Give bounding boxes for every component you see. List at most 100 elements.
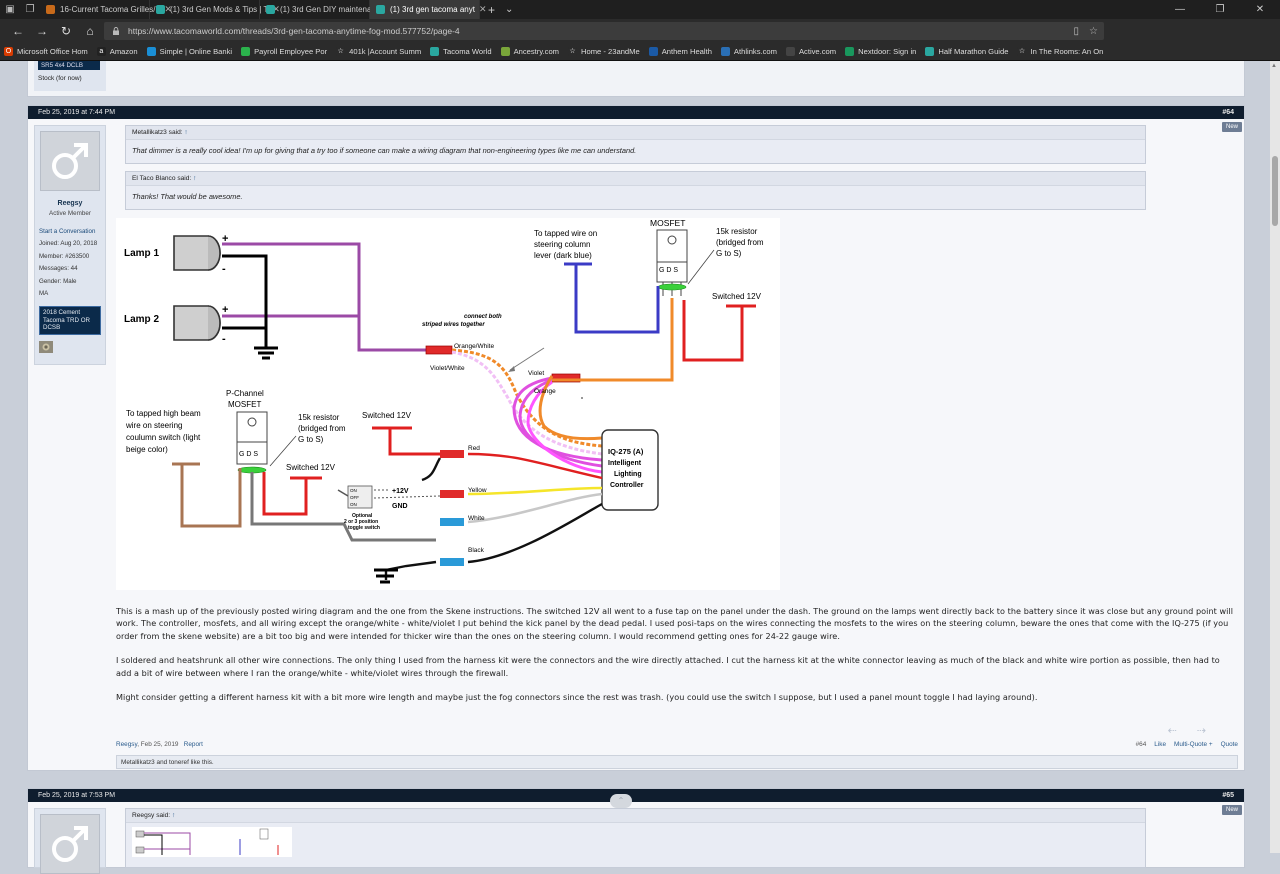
tab-close-icon[interactable]: ✕ [272,4,280,14]
steering-tap-label-2: steering column [534,240,590,249]
favorite-item[interactable]: Athlinks.com [720,47,777,56]
post-date[interactable]: Feb 25, 2019 at 7:44 PM [38,109,116,116]
quote-jump-arrow-icon[interactable]: ↑ [193,175,197,182]
post-paragraph-1: This is a mash up of the previously post… [116,606,1234,641]
toggle-on-label-1: ON [350,488,357,493]
avatar[interactable] [40,814,100,874]
quote-jump-arrow-icon[interactable]: ↑ [171,812,176,819]
user-info-column: Reegsy Active Member Start a Conversatio… [34,125,106,365]
back-arrow-icon[interactable]: ← [12,24,24,38]
resistor-bottom-label-2: (bridged from [298,424,346,433]
report-link[interactable]: Report [183,741,203,748]
favorite-item[interactable]: ☆In The Rooms: An On [1017,47,1103,56]
minimize-icon[interactable]: — [1175,4,1185,15]
favorite-label: Active.com [798,47,837,56]
avatar[interactable] [40,131,100,191]
toggle-on-label-2: ON [350,502,357,507]
scrollbar-thumb[interactable] [1272,156,1278,226]
optional-label-2: 2 or 3 position [344,519,378,525]
address-bar[interactable]: https://www.tacomaworld.com/threads/3rd-… [104,22,1104,40]
quote-block-1: Metallikatz3 said: ↑ That dimmer is a re… [125,125,1146,164]
gender: Gender: Male [39,277,77,285]
favorite-item[interactable]: Tacoma World [430,47,492,56]
post-64: Feb 25, 2019 at 7:44 PM #64 New Reegsy A… [27,105,1245,771]
footer-date[interactable]: Feb 25, 2019 [140,741,179,748]
tab-list-chevron-icon[interactable]: ⌄ [505,4,514,15]
quote-button[interactable]: Quote [1220,741,1238,748]
likes-summary[interactable]: Metallikatz3 and toneref like this. [116,755,1238,769]
post-number[interactable]: #64 [1222,109,1234,116]
scroll-to-top-chevron-icon[interactable]: ⌃ [610,794,632,808]
tab-title: (1) 3rd Gen Mods & Tips | T [170,5,269,14]
tab-close-icon[interactable]: ✕ [478,4,487,14]
ground-symbol-bottom-icon [374,568,398,584]
new-tab-button[interactable]: + [488,2,496,17]
refresh-icon[interactable]: ↻ [60,24,72,38]
post-footer: Reegsy, Feb 25, 2019 Report #64 Like Mul… [116,741,1238,748]
tab-3[interactable]: (1) 3rd gen tacoma anyt✕ [370,0,486,19]
wiring-diagram-image[interactable]: Lamp 1 Lamp 2 + - + - Orange/White Viole… [116,218,780,590]
start-conversation-link[interactable]: Start a Conversation [39,228,96,235]
favorite-item[interactable]: Simple | Online Banki [146,47,232,56]
lamp-2-icon [173,305,221,341]
post-number[interactable]: #65 [1222,792,1234,799]
trophy-icon[interactable] [39,340,53,353]
favorite-label: Tacoma World [443,47,492,56]
tab-0[interactable]: 16-Current Tacoma Grilles/F✕ [40,0,172,19]
lamp-1-icon [173,235,221,271]
multi-quote-button[interactable]: Multi-Quote + [1174,741,1213,748]
lamp-1-plus: + [222,233,228,245]
post-date[interactable]: Feb 25, 2019 at 7:53 PM [38,792,116,799]
quote-jump-arrow-icon[interactable]: ↑ [184,129,188,136]
male-symbol-icon [52,826,88,862]
tab-1[interactable]: (1) 3rd Gen Mods & Tips | T✕ [150,0,280,19]
quote-author: El Taco Blanco said: [132,175,192,182]
favorite-item[interactable]: Anthem Health [648,47,712,56]
close-window-icon[interactable]: ✕ [1255,4,1265,15]
footer-post-number[interactable]: #64 [1135,741,1147,748]
quoted-diagram-thumbnail[interactable] [132,827,292,857]
quote-header: El Taco Blanco said: ↑ [126,172,1145,186]
favorite-item[interactable]: Ancestry.com [500,47,559,56]
quote-header: Metallikatz3 said: ↑ [126,126,1145,140]
tab-2[interactable]: (1) 3rd Gen DIY maintenanc✕ [260,0,391,19]
favorite-label: Home - 23andMe [581,47,640,56]
tab-title: 16-Current Tacoma Grilles/F [60,5,161,14]
new-post-badge: New [1222,805,1242,815]
favorite-star-icon[interactable]: ☆ [1089,25,1098,37]
favorite-item[interactable]: Half Marathon Guide [925,47,1008,56]
favorite-icon [720,47,730,56]
lamp-2-minus: - [222,333,226,345]
favorite-item[interactable]: Nextdoor: Sign in [845,47,916,56]
quote-author: Reegsy said: [132,812,171,819]
gds-top-label: G D S [659,267,678,274]
scroll-up-arrow-icon[interactable]: ▲ [1271,63,1277,69]
tab-actions-icon[interactable]: ▣ [5,4,15,15]
favorite-item[interactable]: Payroll Employee Por [241,47,327,56]
footer-author-link[interactable]: Reegsy [116,741,138,748]
toggle-switch-icon [337,485,373,509]
next-arrow-icon[interactable]: ⇢ [1196,725,1226,737]
favorite-icon [500,47,510,56]
forward-arrow-icon[interactable]: → [36,24,48,38]
post-body: This is a mash up of the previously post… [116,605,1236,715]
tab-preview-icon[interactable]: ❐ [25,4,35,15]
high-beam-label-1: To tapped high beam [126,409,201,418]
username[interactable]: Reegsy [57,200,83,207]
favorite-icon [925,47,935,56]
like-button[interactable]: Like [1154,741,1167,748]
prev-arrow-icon[interactable]: ⇠ [1167,725,1197,737]
page-scrollbar[interactable]: ▲ [1270,61,1280,853]
reading-view-icon[interactable]: ▯ [1073,25,1080,37]
home-icon[interactable]: ⌂ [86,24,94,38]
favorite-item[interactable]: ☆401k |Account Summ [336,47,421,56]
favorite-item[interactable]: Active.com [785,47,837,56]
tab-title: (1) 3rd Gen DIY maintenanc [280,5,380,14]
tab-close-icon[interactable]: ✕ [164,4,172,14]
restore-icon[interactable]: ❐ [1215,4,1225,15]
favorite-item[interactable]: ☆Home - 23andMe [568,47,640,56]
tab-title: (1) 3rd gen tacoma anyt [390,5,475,14]
